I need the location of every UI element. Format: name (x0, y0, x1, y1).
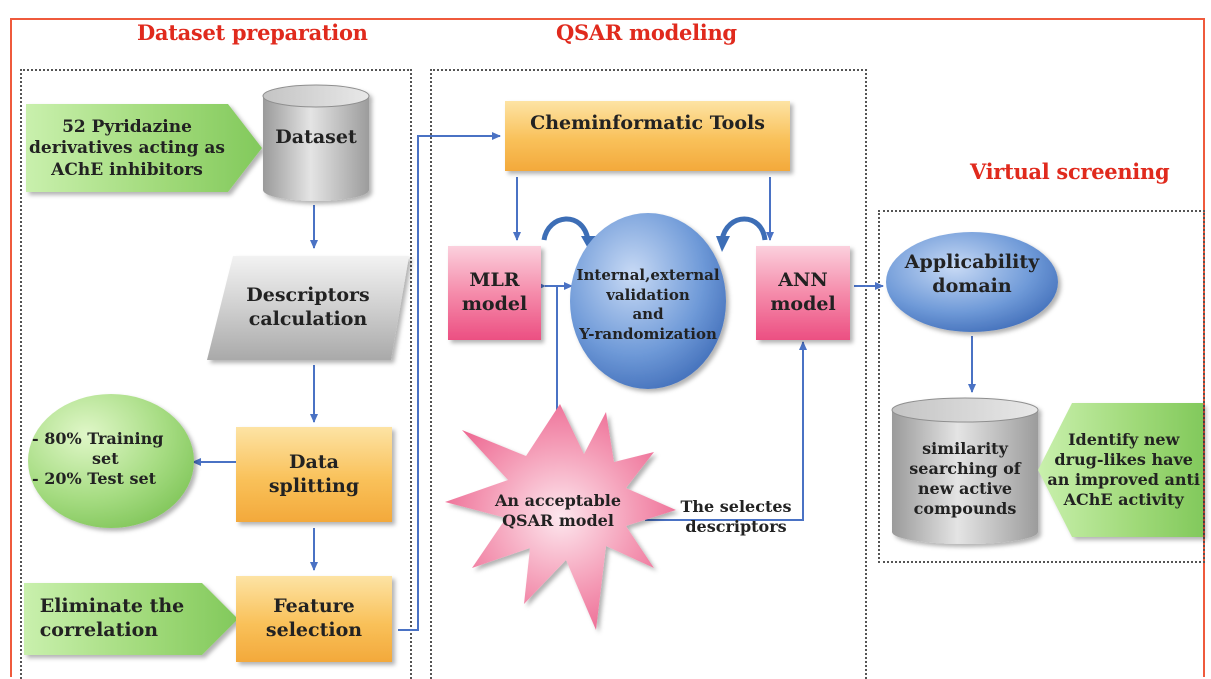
similarity-cylinder (891, 397, 1039, 544)
panel-dataset-preparation (20, 69, 412, 679)
section-title-qsar-modeling: QSAR modeling (556, 20, 737, 45)
panel-qsar-modeling (430, 69, 867, 679)
validation-ellipse (570, 213, 726, 389)
input-compounds-shape (26, 104, 262, 192)
panel-virtual-screening (878, 210, 1205, 563)
loop-arrows (541, 216, 768, 241)
connectors (192, 132, 976, 631)
acceptable-qsar-star (445, 404, 676, 630)
identify-drug-likes-shape (1038, 403, 1203, 537)
ann-model-box (756, 246, 850, 340)
arrow-qsar-to-ann (645, 341, 807, 521)
descriptors-parallelogram (207, 256, 409, 360)
dataset-cylinder (262, 84, 370, 201)
eliminate-correlation-shape (24, 583, 238, 655)
training-test-ellipse (28, 394, 194, 528)
loop-arrow-ann (719, 216, 768, 241)
dataset-label: Dataset (275, 126, 357, 149)
data-splitting-box (236, 427, 392, 522)
cheminformatic-tools-box (505, 101, 790, 171)
section-title-virtual-screening: Virtual screening (970, 159, 1170, 184)
section-title-dataset-preparation: Dataset preparation (137, 20, 368, 45)
arrow-feature-to-cheminformatic (398, 132, 501, 631)
applicability-ellipse (886, 232, 1058, 332)
loop-arrow-mlr (541, 216, 591, 241)
feature-selection-box (236, 576, 392, 662)
mlr-model-box (448, 246, 541, 340)
cheminformatic-tools-label: Cheminformatic Tools (530, 112, 765, 135)
